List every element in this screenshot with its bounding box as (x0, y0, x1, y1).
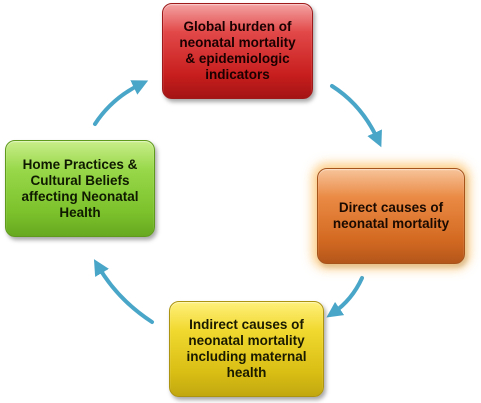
node-indirect-causes: Indirect causes of neonatal mortality in… (169, 301, 324, 397)
node-direct-causes: Direct causes of neonatal mortality (317, 168, 465, 264)
arrow-top-to-right (330, 84, 382, 148)
node-global-burden: Global burden of neonatal mortality & ep… (162, 3, 313, 99)
node-direct-causes-label: Direct causes of neonatal mortality (332, 200, 450, 231)
node-indirect-causes-label: Indirect causes of neonatal mortality in… (186, 317, 307, 380)
node-home-practices: Home Practices & Cultural Beliefs affect… (5, 140, 155, 237)
arrow-right-to-bottom (326, 276, 364, 318)
node-global-burden-label: Global burden of neonatal mortality & ep… (179, 19, 296, 82)
node-home-practices-label: Home Practices & Cultural Beliefs affect… (21, 156, 139, 220)
arrow-left-to-top (93, 80, 149, 126)
arrow-bottom-to-left (93, 259, 154, 324)
